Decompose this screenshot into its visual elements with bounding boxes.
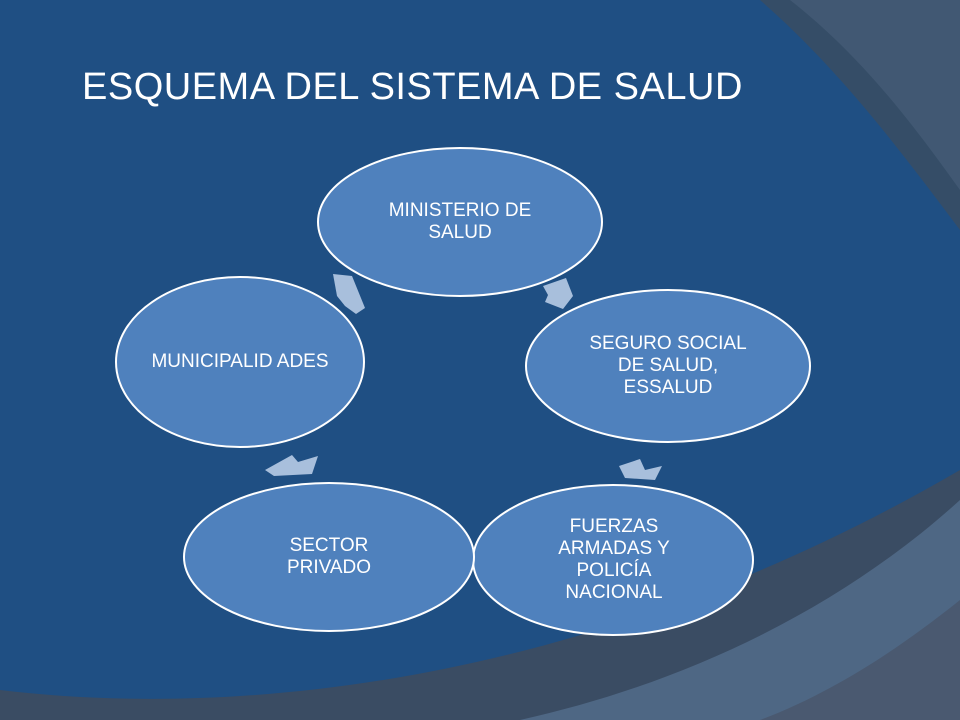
corner-band-top-light bbox=[790, 0, 960, 190]
node-ministerio-label: MINISTERIO DE SALUD bbox=[388, 200, 532, 243]
arrow-privado-municipal bbox=[265, 455, 318, 476]
arrow-ministerio-seguro bbox=[543, 278, 573, 309]
node-ministerio bbox=[317, 147, 603, 297]
arrow-seguro-fuerzas bbox=[619, 459, 662, 480]
node-privado-label: SECTOR PRIVADO bbox=[286, 535, 372, 578]
corner-band-bottom-dark bbox=[760, 600, 960, 720]
corner-band-bottom-light bbox=[520, 500, 960, 720]
slide-title: ESQUEMA DEL SISTEMA DE SALUD bbox=[82, 66, 743, 108]
node-seguro bbox=[525, 289, 811, 443]
node-municipal-label: MUNICIPALID ADES bbox=[151, 351, 329, 372]
node-seguro-label: SEGURO SOCIAL DE SALUD, ESSALUD bbox=[589, 333, 747, 398]
arrow-municipal-ministerio bbox=[333, 274, 365, 314]
node-fuerzas-label: FUERZAS ARMADAS Y POLICÍA NACIONAL bbox=[558, 516, 670, 603]
node-privado bbox=[183, 482, 475, 632]
node-municipal bbox=[115, 276, 365, 448]
